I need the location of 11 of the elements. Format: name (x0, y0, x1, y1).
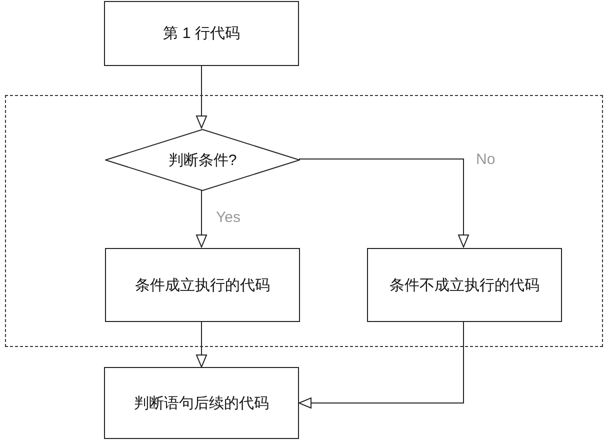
arrow (196, 320, 207, 368)
process-box: 第 1 行代码 (104, 1, 299, 66)
arrow (298, 320, 464, 408)
decision-diamond: 判断条件? (105, 129, 300, 191)
arrow (196, 190, 207, 248)
arrow (196, 66, 207, 128)
process-box: 判断语句后续的代码 (104, 367, 299, 439)
arrow (298, 158, 469, 248)
process-box: 条件不成立执行的代码 (367, 248, 562, 322)
dashed-region (5, 95, 603, 347)
process-box: 条件成立执行的代码 (105, 248, 300, 322)
